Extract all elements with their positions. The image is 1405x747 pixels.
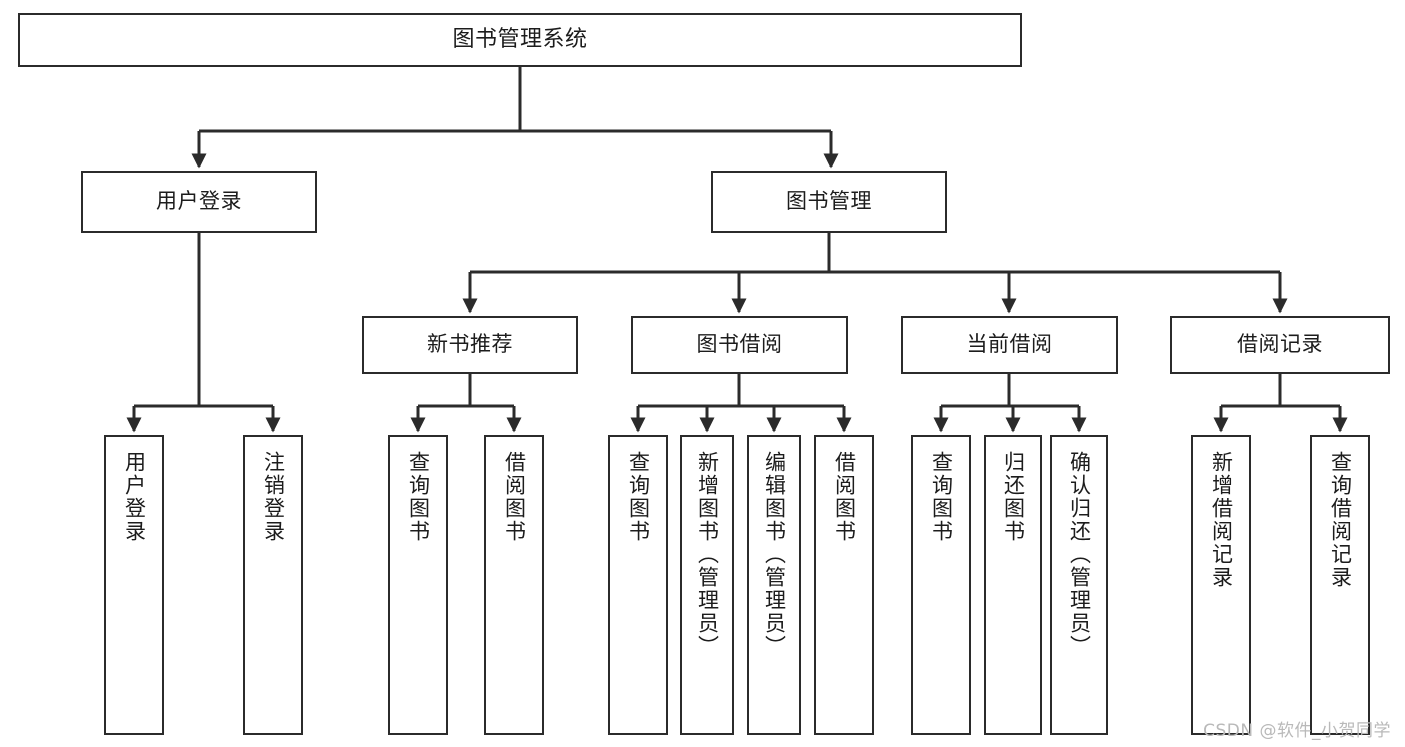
node-new-book-recommend[interactable]: 新书推荐 [362,316,578,374]
node-leaf-query-book-2[interactable]: 查询图书 [608,435,668,735]
node-current-borrow-label: 当前借阅 [966,332,1053,357]
node-leaf-query-borrow-record-label: 查询借阅记录 [1328,451,1353,589]
node-leaf-query-borrow-record[interactable]: 查询借阅记录 [1310,435,1370,735]
node-borrow-record[interactable]: 借阅记录 [1170,316,1390,374]
node-leaf-query-book-3-label: 查询图书 [929,451,954,543]
node-user-login-label: 用户登录 [156,189,242,214]
node-borrow-record-label: 借阅记录 [1237,332,1323,357]
node-leaf-confirm-return-label: 确认归还（管理员） [1067,451,1092,658]
node-leaf-query-book-2-label: 查询图书 [626,451,651,543]
node-book-borrow[interactable]: 图书借阅 [631,316,848,374]
node-root[interactable]: 图书管理系统 [18,13,1022,67]
node-book-borrow-label: 图书借阅 [696,332,783,357]
node-leaf-borrow-book-1[interactable]: 借阅图书 [484,435,544,735]
node-leaf-borrow-book-2[interactable]: 借阅图书 [814,435,874,735]
node-leaf-user-logout[interactable]: 注销登录 [243,435,303,735]
node-leaf-add-book-label: 新增图书（管理员） [695,451,720,658]
node-leaf-add-borrow-record-label: 新增借阅记录 [1209,451,1234,589]
node-leaf-add-borrow-record[interactable]: 新增借阅记录 [1191,435,1251,735]
node-user-login[interactable]: 用户登录 [81,171,317,233]
node-root-label: 图书管理系统 [452,26,588,52]
node-leaf-borrow-book-1-label: 借阅图书 [502,451,527,543]
node-leaf-return-book-label: 归还图书 [1001,451,1026,543]
csdn-watermark: CSDN @软件_小贺同学 [1203,721,1391,741]
node-leaf-confirm-return[interactable]: 确认归还（管理员） [1050,435,1108,735]
node-new-book-recommend-label: 新书推荐 [427,332,513,357]
node-current-borrow[interactable]: 当前借阅 [901,316,1118,374]
node-leaf-add-book[interactable]: 新增图书（管理员） [680,435,734,735]
node-leaf-user-login[interactable]: 用户登录 [104,435,164,735]
node-leaf-user-logout-label: 注销登录 [261,451,286,543]
node-leaf-user-login-label: 用户登录 [122,451,147,543]
node-leaf-query-book-1-label: 查询图书 [406,451,431,543]
node-leaf-query-book-3[interactable]: 查询图书 [911,435,971,735]
node-leaf-edit-book[interactable]: 编辑图书（管理员） [747,435,801,735]
node-book-manage-label: 图书管理 [786,189,872,214]
node-leaf-query-book-1[interactable]: 查询图书 [388,435,448,735]
node-leaf-return-book[interactable]: 归还图书 [984,435,1042,735]
node-leaf-borrow-book-2-label: 借阅图书 [832,451,857,543]
node-book-manage[interactable]: 图书管理 [711,171,947,233]
node-leaf-edit-book-label: 编辑图书（管理员） [762,451,787,658]
